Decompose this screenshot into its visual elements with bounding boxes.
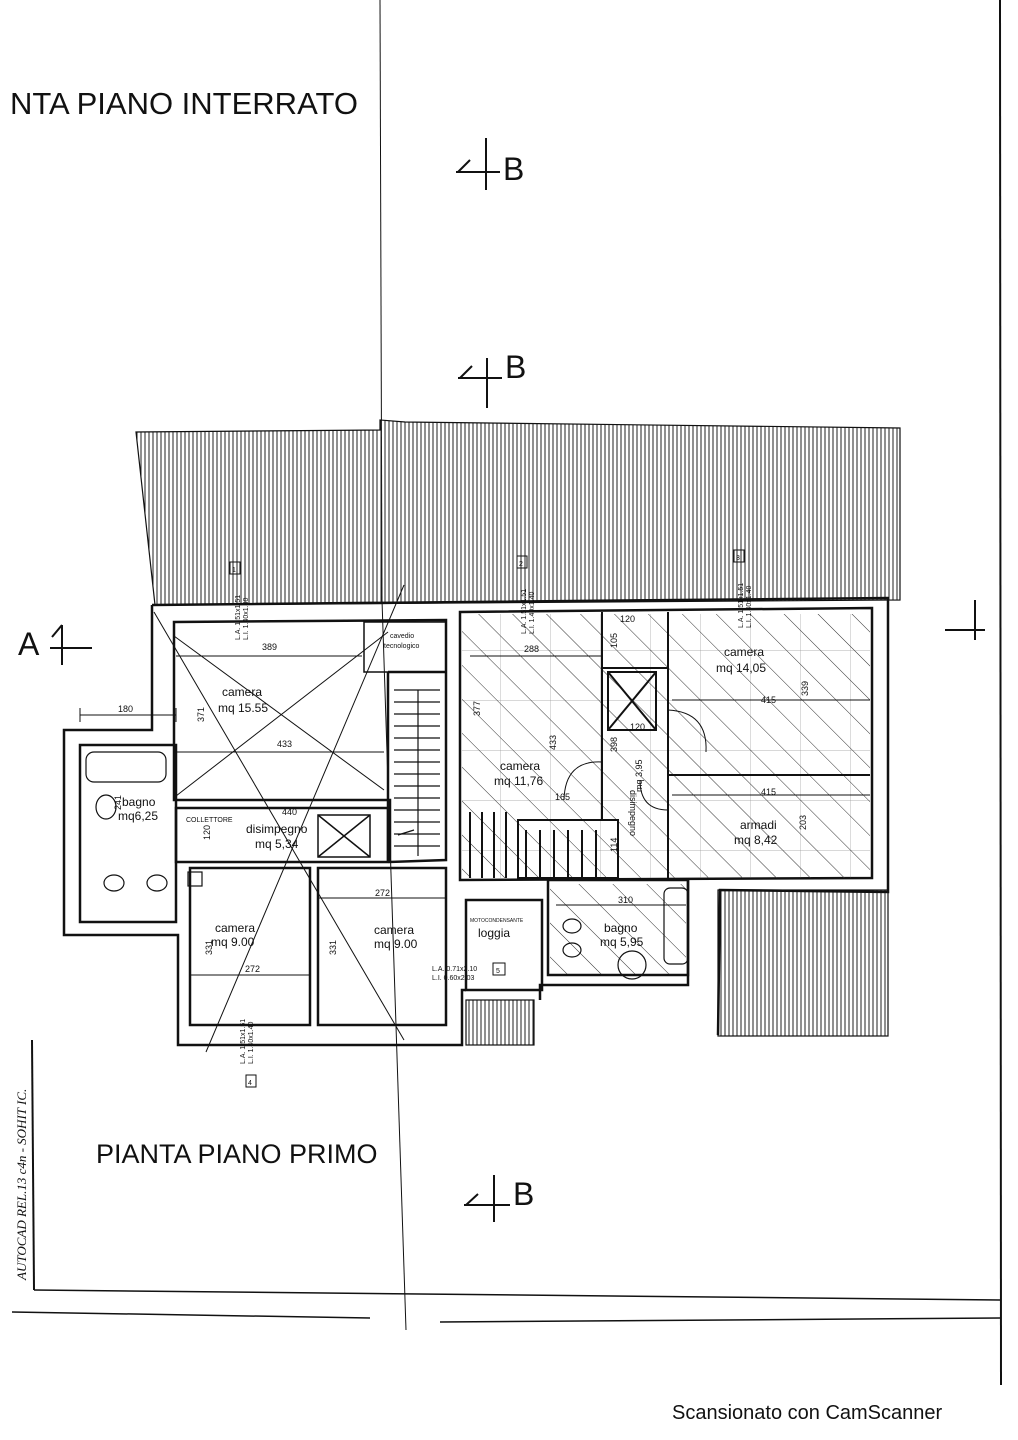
dim-114: 114 bbox=[609, 838, 619, 852]
dim-105: 105 bbox=[609, 633, 619, 648]
dim-339: 339 bbox=[800, 681, 810, 696]
svg-text:L.A. 1.51x1.51: L.A. 1.51x1.51 bbox=[235, 595, 242, 640]
section-marker-right bbox=[945, 600, 985, 640]
room-sub-cavedio: tecnologico bbox=[384, 643, 420, 650]
dim-241: 241 bbox=[113, 795, 123, 810]
room-area-camera-5: mq 14,05 bbox=[716, 661, 766, 675]
svg-text:L.I. 1.40x1.40: L.I. 1.40x1.40 bbox=[529, 591, 536, 634]
window-note-5: L.A. 0.71x2.10 L.I. 0.60x2.03 5 bbox=[432, 966, 500, 982]
section-marker-b-1 bbox=[456, 138, 500, 190]
svg-text:3: 3 bbox=[736, 555, 740, 562]
window-boxes bbox=[229, 549, 745, 1088]
room-area-disimpegno-2: mq 3,95 bbox=[634, 759, 644, 792]
dim-288: 288 bbox=[524, 644, 539, 654]
balcony-strip bbox=[465, 999, 535, 1046]
hatched-bath-right bbox=[550, 884, 686, 974]
dim-331-b: 331 bbox=[328, 940, 338, 955]
section-label-b-3: B bbox=[513, 1176, 534, 1212]
grid-area-right bbox=[462, 614, 870, 878]
dim-415-a: 415 bbox=[761, 695, 776, 705]
construction-lines bbox=[153, 584, 405, 1053]
room-label-bagno-2: bagno bbox=[604, 921, 638, 935]
svg-text:1: 1 bbox=[232, 567, 236, 574]
bath-fixtures-left bbox=[85, 751, 203, 892]
svg-text:L.I. 0.60x2.03: L.I. 0.60x2.03 bbox=[432, 975, 475, 982]
room-label-camera-1: camera bbox=[222, 685, 262, 699]
room-label-armadi: armadi bbox=[740, 818, 777, 832]
room-area-bagno-1: mq6,25 bbox=[118, 809, 158, 823]
room-label-disimpegno-2: disimpegno bbox=[628, 790, 638, 836]
shaft-box bbox=[317, 814, 371, 858]
section-label-a: A bbox=[18, 626, 40, 662]
room-area-disimpegno-1: mq 5,34 bbox=[255, 837, 299, 851]
room-area-camera-1: mq 15.55 bbox=[218, 701, 268, 715]
section-marker-a bbox=[50, 624, 92, 665]
bath-fixtures-right bbox=[562, 887, 689, 980]
scanner-watermark: Scansionato con CamScanner bbox=[672, 1402, 943, 1424]
room-area-camera-2: mq 9.00 bbox=[211, 935, 255, 949]
svg-text:L.I. 1.40x1.40: L.I. 1.40x1.40 bbox=[243, 597, 250, 640]
title-pianta-piano-primo: PIANTA PIANO PRIMO bbox=[96, 1139, 378, 1169]
dim-165: 165 bbox=[555, 792, 570, 802]
section-marker-b-2 bbox=[458, 358, 502, 408]
dim-433-b: 433 bbox=[548, 735, 558, 750]
dim-377: 377 bbox=[472, 701, 482, 716]
room-sub-loggia: MOTOCONDENSANTE bbox=[470, 918, 524, 924]
terrace-strip-right bbox=[717, 889, 889, 1037]
room-label-camera-2: camera bbox=[215, 921, 255, 935]
sheet-frame bbox=[11, 0, 1002, 1386]
dim-310: 310 bbox=[618, 895, 633, 905]
room-label-camera-4: camera bbox=[500, 759, 540, 773]
dim-433-a: 433 bbox=[277, 739, 292, 749]
dim-120-c: 120 bbox=[630, 722, 645, 732]
svg-text:L.A. 0.71x2.10: L.A. 0.71x2.10 bbox=[432, 966, 477, 973]
stair-left bbox=[394, 689, 440, 856]
window-note-2: L.A. 1.51x1.51 L.I. 1.40x1.40 2 bbox=[519, 561, 536, 634]
dim-203: 203 bbox=[798, 815, 808, 830]
room-label-disimpegno-1: disimpegno bbox=[246, 822, 308, 836]
right-partitions bbox=[469, 612, 870, 879]
room-label-bagno-1: bagno bbox=[122, 795, 156, 809]
section-label-b-2: B bbox=[505, 349, 526, 385]
room-area-bagno-2: mq 5,95 bbox=[600, 935, 644, 949]
window-note-1: L.A. 1.51x1.51 L.I. 1.40x1.40 1 bbox=[232, 567, 250, 640]
svg-text:5: 5 bbox=[496, 968, 500, 975]
window-note-3: L.A. 1.51x1.51 L.I. 1.40x1.40 3 bbox=[736, 555, 753, 628]
title-piano-interrato: NTA PIANO INTERRATO bbox=[10, 86, 358, 121]
dim-371: 371 bbox=[196, 707, 206, 722]
dim-440: 440 bbox=[282, 807, 297, 817]
dim-331-a: 331 bbox=[204, 940, 214, 955]
svg-text:4: 4 bbox=[248, 1080, 252, 1087]
dim-272-a: 272 bbox=[245, 964, 260, 974]
room-area-camera-3: mq 9.00 bbox=[374, 937, 418, 951]
cavedio-box bbox=[363, 621, 447, 673]
room-label-cavedio: cavedio bbox=[390, 633, 414, 640]
room-area-armadi: mq 8,42 bbox=[734, 833, 778, 847]
svg-text:L.A. 1.51x1.51: L.A. 1.51x1.51 bbox=[521, 589, 528, 634]
svg-text:2: 2 bbox=[519, 561, 523, 568]
section-label-b-1: B bbox=[503, 151, 524, 187]
window-note-4: L.A. 1.51x1.51 L.I. 1.40x1.40 4 bbox=[240, 1019, 255, 1087]
svg-text:L.A. 1.51x1.51: L.A. 1.51x1.51 bbox=[240, 1019, 247, 1064]
terrace-strip-top bbox=[135, 419, 901, 606]
dimension-lines bbox=[79, 655, 870, 976]
svg-text:L.A. 1.51x1.51: L.A. 1.51x1.51 bbox=[738, 583, 745, 628]
dim-180: 180 bbox=[118, 704, 133, 714]
dim-415-b: 415 bbox=[761, 787, 776, 797]
room-label-loggia: loggia bbox=[478, 926, 510, 940]
dim-272-b: 272 bbox=[375, 888, 390, 898]
svg-text:L.I. 1.40x1.40: L.I. 1.40x1.40 bbox=[248, 1021, 255, 1064]
room-label-camera-5: camera bbox=[724, 645, 764, 659]
svg-text:L.I. 1.40x1.40: L.I. 1.40x1.40 bbox=[746, 585, 753, 628]
side-stamp: AUTOCAD REL.13 c4n - SOHIT IC. bbox=[14, 1089, 29, 1281]
dim-120-b: 120 bbox=[620, 614, 635, 624]
dim-389: 389 bbox=[262, 642, 277, 652]
room-label-collettore: COLLETTORE bbox=[186, 817, 233, 824]
section-marker-b-3 bbox=[464, 1175, 510, 1222]
dim-398: 398 bbox=[609, 737, 619, 752]
dim-120: 120 bbox=[202, 825, 212, 840]
room-area-camera-4: mq 11,76 bbox=[494, 774, 543, 788]
room-label-camera-3: camera bbox=[374, 923, 414, 937]
